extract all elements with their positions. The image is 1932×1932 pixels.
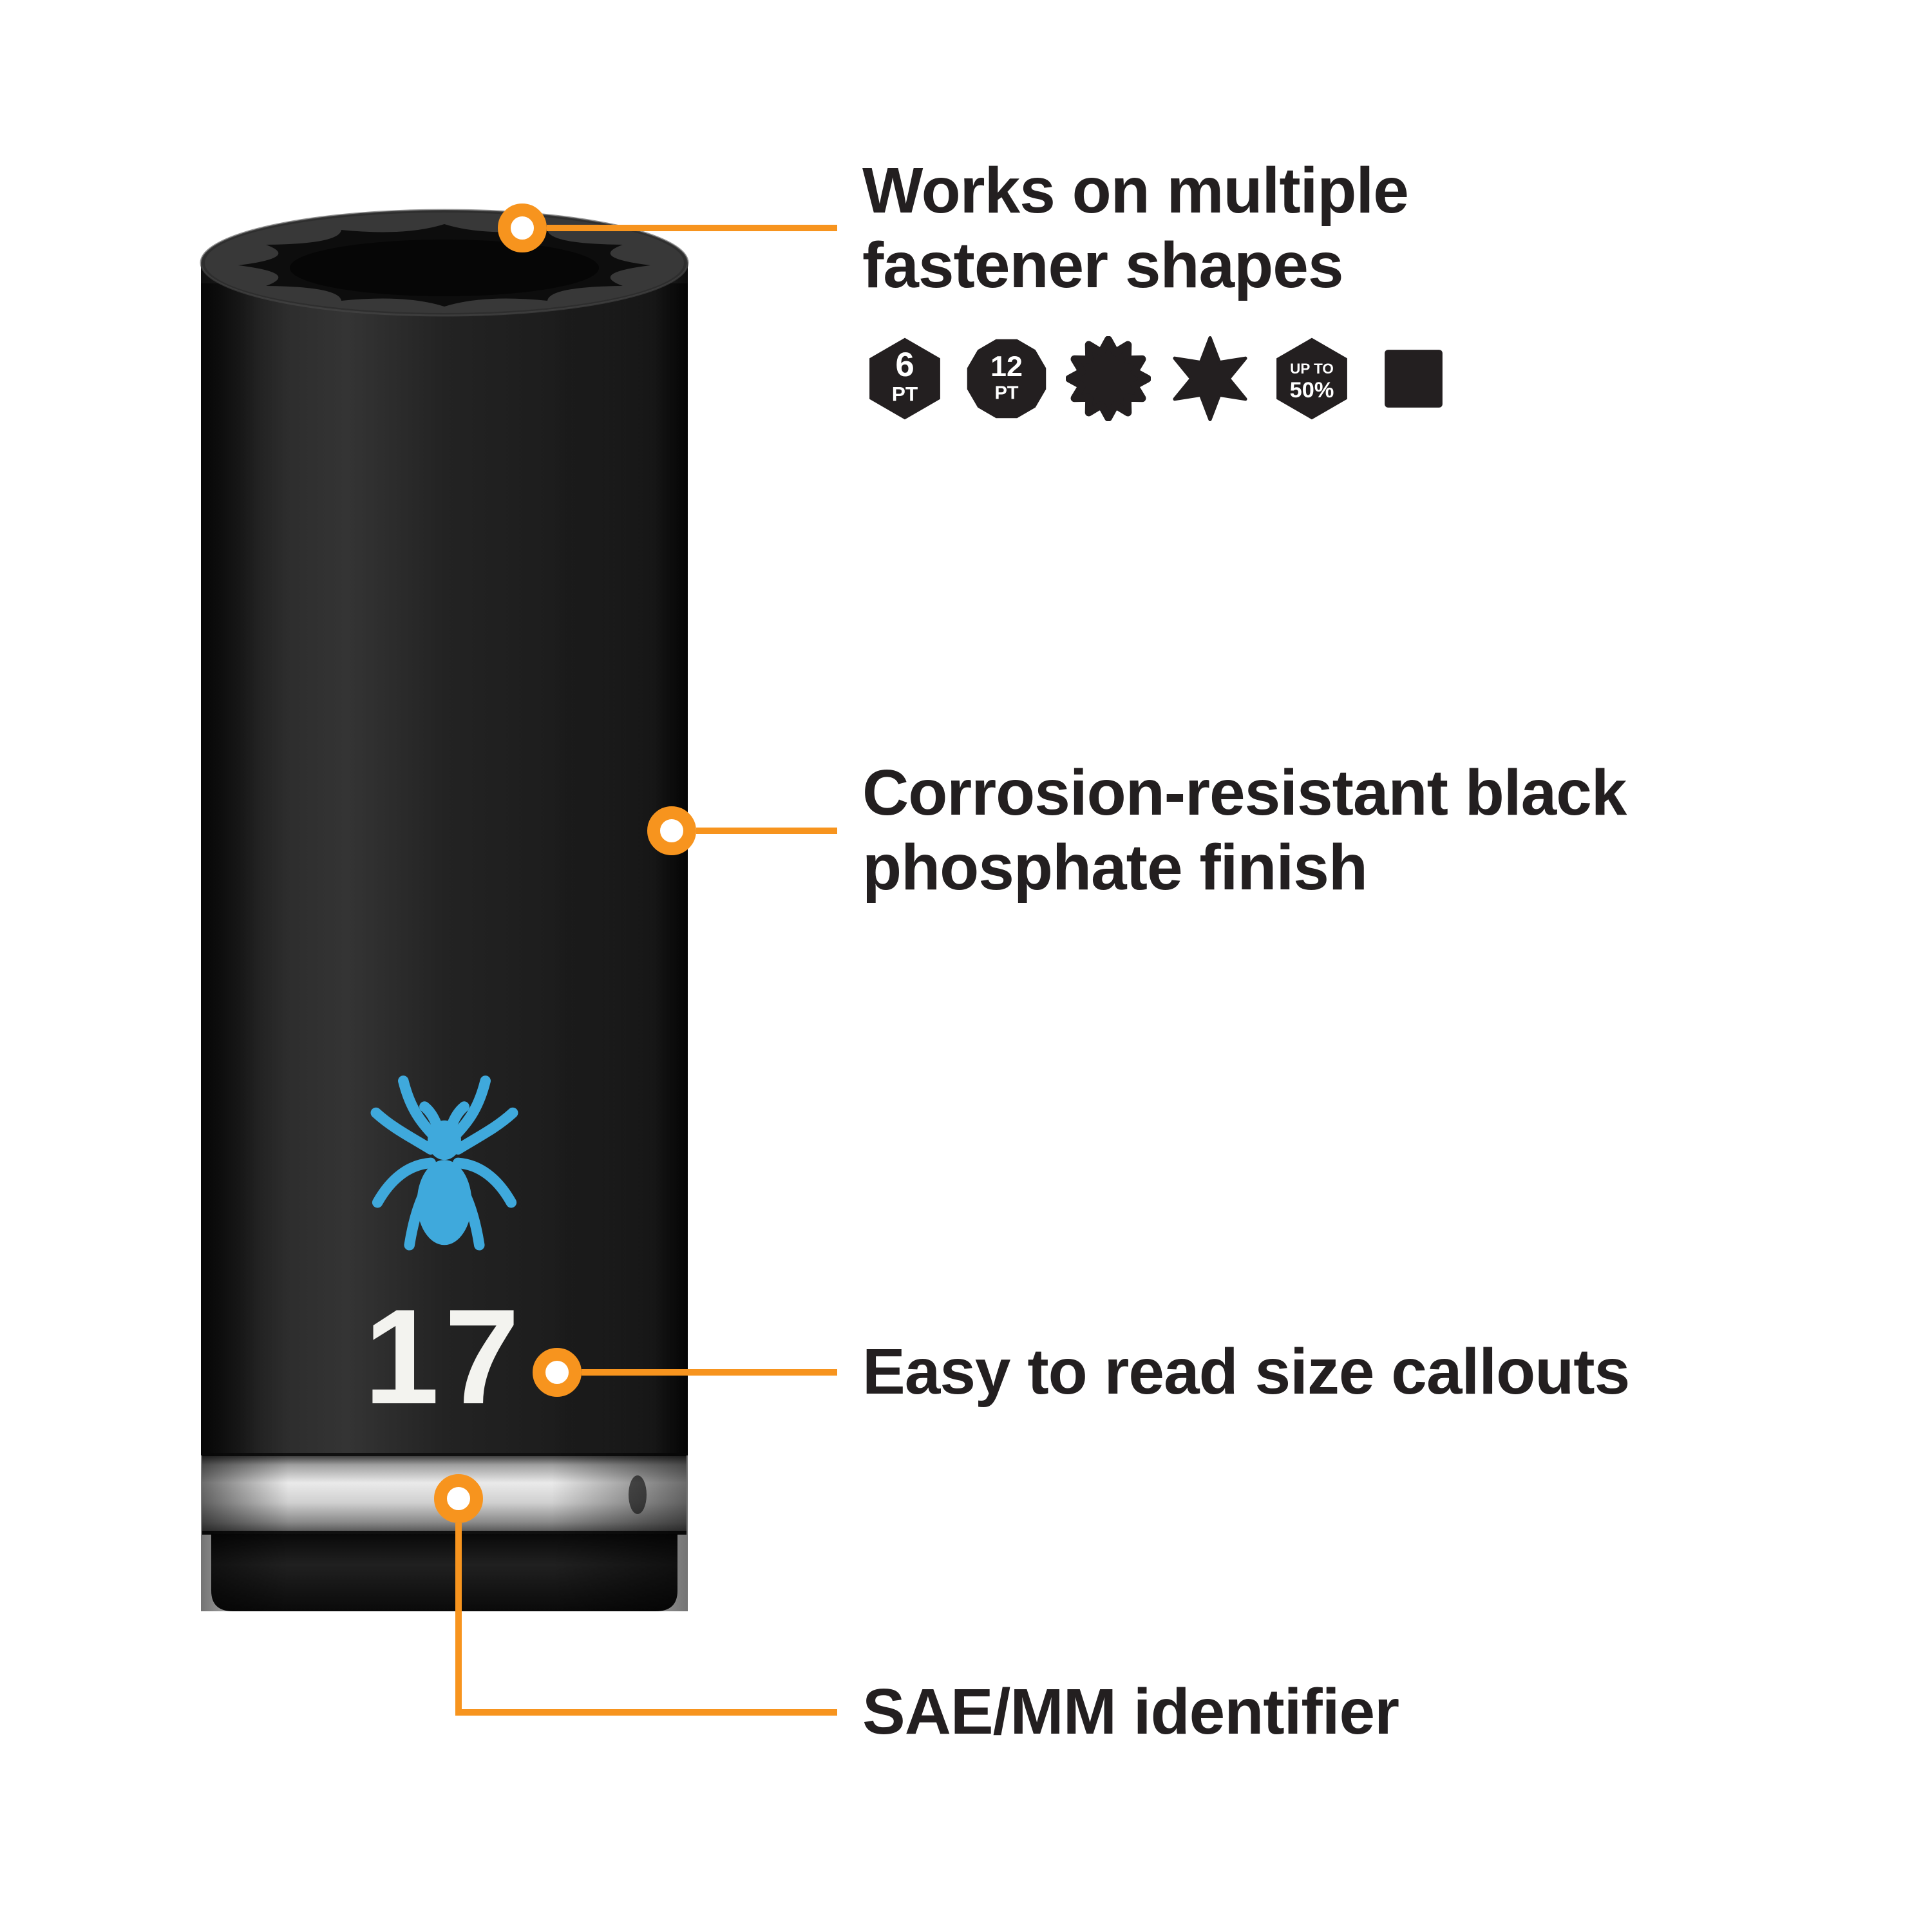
callout-finish-line1: Corrosion-resistant black — [862, 757, 1627, 829]
socket-body-drawing — [200, 209, 689, 1611]
svg-text:PT: PT — [994, 383, 1018, 404]
callout-finish: Corrosion-resistant black phosphate fini… — [862, 755, 1627, 905]
hex-6pt-icon: 6 PT — [869, 337, 940, 420]
callout-line-finish — [696, 828, 837, 834]
socket-image: 17 — [193, 206, 696, 1623]
svg-text:6: 6 — [895, 346, 914, 384]
callout-line-identifier-horizontal — [455, 1709, 837, 1716]
callout-identifier: SAE/MM identifier — [862, 1676, 1399, 1748]
hex-12pt-icon: 12 PT — [967, 339, 1046, 419]
callout-marker-size — [533, 1348, 582, 1397]
six-point-star-icon — [1173, 336, 1247, 421]
square-icon — [1385, 350, 1443, 408]
callout-line-size — [582, 1369, 837, 1376]
callout-line-rim — [547, 225, 837, 231]
callout-finish-line2: phosphate finish — [862, 831, 1368, 904]
callout-fastener-line1: Works on multiple — [862, 155, 1409, 227]
svg-text:12: 12 — [990, 350, 1023, 383]
spider-logo-icon — [370, 1075, 518, 1251]
svg-text:50%: 50% — [1290, 378, 1334, 402]
fastener-icons-row: 6 PT 12 PT UP TO 50% — [862, 336, 1456, 421]
svg-text:PT: PT — [892, 382, 918, 405]
socket-size-label: 17 — [364, 1281, 525, 1432]
svg-text:UP TO: UP TO — [1290, 361, 1334, 377]
callout-fastener-shapes: Works on multiple fastener shapes — [862, 153, 1409, 303]
hex-up-to-50-icon: UP TO 50% — [1276, 337, 1347, 420]
callout-fastener-line2: fastener shapes — [862, 229, 1343, 301]
callout-marker-rim — [498, 204, 547, 252]
spline-icon — [1066, 336, 1151, 421]
callout-size: Easy to read size callouts — [862, 1336, 1630, 1408]
callout-line-identifier-vertical — [455, 1523, 462, 1716]
callout-marker-finish — [647, 806, 696, 855]
callout-marker-identifier — [434, 1474, 483, 1523]
